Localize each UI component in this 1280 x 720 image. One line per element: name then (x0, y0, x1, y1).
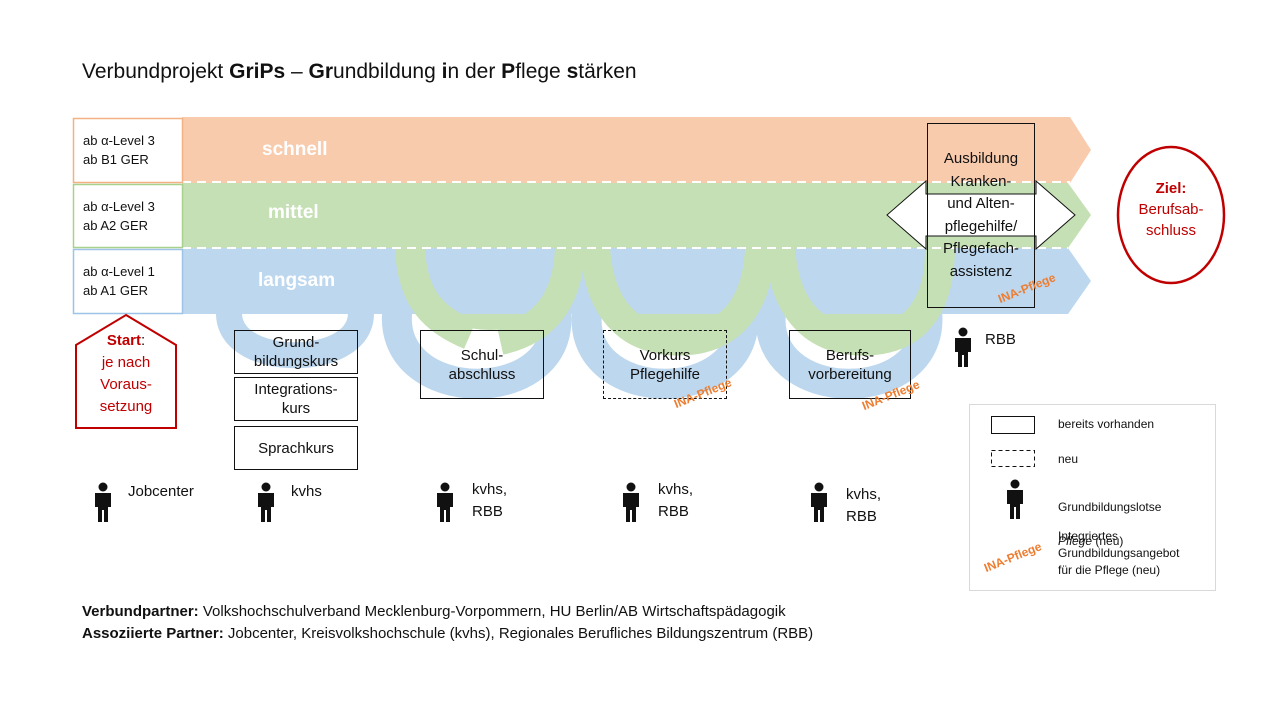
loop-green-front (765, 246, 955, 356)
associated-partners-text: Jobcenter, Kreisvolkshochschule (kvhs), … (223, 625, 814, 642)
partners-section: Verbundpartner: Volkshochschulverband Me… (82, 601, 813, 645)
loop-green-front (496, 247, 585, 355)
loop-green-front (395, 246, 477, 349)
partners-label: Verbundpartner: (82, 603, 199, 620)
page-title: Verbundprojekt GriPs – Grundbildung in d… (82, 60, 637, 84)
goal-title: Ziel: (1155, 180, 1187, 197)
course-sprachkurs: Sprachkurs (234, 426, 358, 470)
start-text: je nach Voraus- setzung (99, 354, 153, 415)
speed-label-schnell: schnell (262, 139, 328, 160)
start-shape (75, 313, 177, 429)
title-part: i (441, 60, 448, 83)
title-part: undbildung (333, 60, 442, 83)
ausbildung-box (927, 123, 1035, 308)
person-icon (258, 482, 274, 522)
course-grundbildungskurs: Grund- bildungskurs (234, 330, 358, 374)
legend-ina-text: Integriertes Grundbildungsangebot für di… (1058, 529, 1180, 577)
level-label: ab α-Level 3 (83, 199, 155, 214)
goal-shape (1116, 145, 1226, 285)
start-colon: : (141, 332, 146, 349)
course-integrationskurs: Integrations- kurs (234, 377, 358, 421)
legend-person-italic: Pflege (1058, 534, 1093, 548)
arrow-schnell (182, 117, 1091, 183)
level-box-border (72, 248, 184, 315)
partners-text: Volkshochschulverband Mecklenburg-Vorpom… (198, 603, 786, 620)
start-label: Start: je nach Voraus- setzung (76, 330, 176, 418)
actor-kvhs-rbb: kvhs, RBB (472, 481, 508, 520)
actor-kvhs: kvhs (291, 483, 322, 500)
title-project: GriPs (229, 60, 286, 83)
level-box-schnell: ab α-Level 3 ab B1 GER (73, 119, 182, 183)
person-icon (811, 482, 827, 522)
title-part: Gr (308, 60, 334, 83)
course-ausbildung: Ausbildung Kranken- und Alten- pflegehil… (943, 150, 1019, 280)
title-part: tärken (578, 60, 637, 83)
legend-person-label: Grundbildungslotse Pflege (neu) (1058, 482, 1161, 567)
level-box-langsam: ab α-Level 1 ab A1 GER (73, 250, 182, 314)
title-dash: – (285, 60, 309, 83)
level-box-border (72, 117, 184, 184)
speed-label-mittel: mittel (268, 202, 319, 223)
title-part: P (501, 60, 516, 83)
title-part: s (566, 60, 579, 83)
legend-person-text: Grundbildungslotse (1058, 500, 1162, 514)
person-icon (437, 482, 453, 522)
legend-dashed-swatch (991, 450, 1035, 467)
level-label: ab A1 GER (83, 283, 149, 298)
legend-dashed-label: neu (1058, 452, 1079, 466)
course-berufsvorbereitung: Berufs- vorbereitung (789, 330, 911, 399)
title-prefix: Verbundprojekt (82, 60, 230, 83)
level-label: ab A2 GER (83, 218, 149, 233)
actor-kvhs-rbb: kvhs, RBB (658, 481, 694, 520)
legend-person-icon (1007, 479, 1023, 519)
person-icon (955, 327, 971, 367)
arrow-mittel (182, 183, 1091, 248)
goal-text: Berufsab- schluss (1138, 201, 1204, 239)
course-schulabschluss: Schul- abschluss (420, 330, 544, 399)
level-label: ab B1 GER (83, 152, 149, 167)
person-icon (623, 482, 639, 522)
loop-blue (571, 302, 759, 399)
level-label: ab α-Level 1 (83, 264, 155, 279)
person-icon (95, 482, 111, 522)
level-box-border (72, 183, 184, 249)
actor-kvhs-rbb: kvhs, RBB (846, 486, 882, 525)
associated-partners-label: Assoziierte Partner: (82, 625, 224, 642)
legend-solid-label: bereits vorhanden (1058, 417, 1155, 431)
level-label: ab α-Level 3 (83, 133, 155, 148)
title-part: n der (447, 60, 502, 83)
actor-jobcenter: Jobcenter (128, 483, 194, 500)
loop-blue (216, 302, 374, 369)
loop-blue (755, 302, 943, 399)
loop-blue (381, 302, 572, 399)
legend-solid-swatch (991, 416, 1035, 434)
speed-label-langsam: langsam (258, 270, 336, 291)
title-part: flege (515, 60, 567, 83)
legend-person-suffix: (neu) (1092, 534, 1124, 548)
level-box-mittel: ab α-Level 3 ab A2 GER (73, 185, 182, 249)
loop-green-front (580, 246, 775, 356)
actor-rbb: RBB (985, 331, 1016, 348)
start-title: Start (106, 332, 141, 349)
course-vorkurs-pflegehilfe: Vorkurs Pflegehilfe (603, 330, 727, 399)
goal-label: Ziel: Berufsab- schluss (1118, 178, 1224, 241)
ausbildung-double-arrow (886, 179, 1076, 251)
